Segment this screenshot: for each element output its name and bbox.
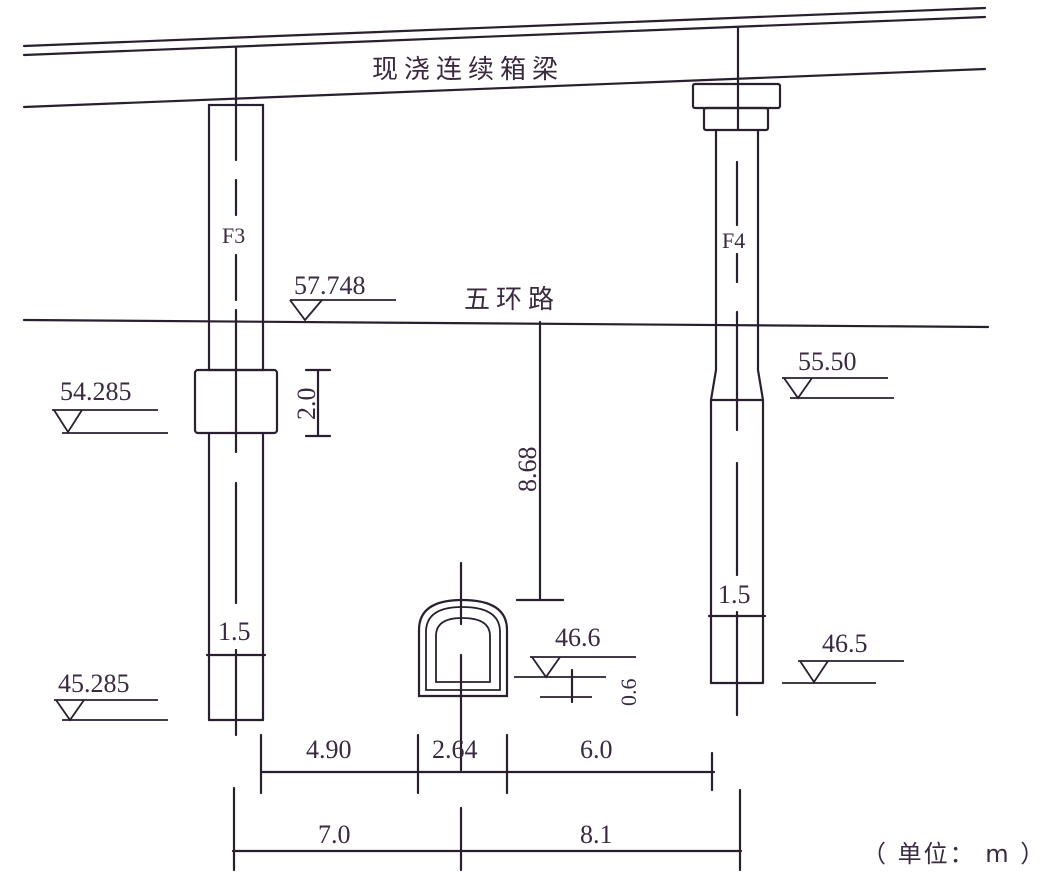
pier-f3-label: F3 bbox=[222, 223, 245, 248]
pier-f4-width: 1.5 bbox=[718, 580, 751, 609]
dimension-chain-row2: 7.0 8.1 bbox=[231, 786, 743, 872]
clearance-label: 8.68 bbox=[513, 447, 542, 493]
dimension-chain-row1: 4.90 2.64 6.0 bbox=[259, 733, 716, 795]
elevation-road-value: 57.748 bbox=[294, 271, 366, 300]
elevation-marker-road: 57.748 bbox=[289, 271, 396, 322]
dimension-row1-seg2: 2.64 bbox=[432, 735, 478, 764]
dimension-f3-cap-height: 2.0 bbox=[292, 368, 332, 438]
unit-note: （ 单位： m ） bbox=[862, 840, 1046, 868]
elevation-marker-f3-base: 45.285 bbox=[54, 669, 168, 722]
box-girder: 现浇连续箱梁 bbox=[22, 6, 987, 109]
pier-f4: F4 1.5 bbox=[691, 26, 782, 717]
elevation-marker-f3-cap: 54.285 bbox=[52, 377, 168, 434]
road-label: 五环路 bbox=[464, 285, 560, 315]
elevation-f4-base-value: 46.5 bbox=[822, 629, 868, 658]
f3-cap-height-label: 2.0 bbox=[292, 388, 321, 421]
tunnel-offset-label: 0.6 bbox=[616, 679, 641, 707]
elevation-f3-base-value: 45.285 bbox=[58, 669, 130, 698]
dimension-row1-seg3: 6.0 bbox=[580, 735, 613, 764]
dimension-row1-seg1: 4.90 bbox=[306, 735, 352, 764]
tunnel-section bbox=[417, 561, 509, 772]
dimension-clearance: 8.68 bbox=[513, 320, 565, 602]
elevation-f4-transition-value: 55.50 bbox=[798, 347, 857, 376]
elevation-f3-cap-value: 54.285 bbox=[60, 377, 132, 406]
girder-label: 现浇连续箱梁 bbox=[372, 55, 564, 85]
dimension-row2-seg1: 7.0 bbox=[318, 820, 351, 849]
elevation-marker-tunnel: 46.6 0.6 bbox=[514, 623, 641, 706]
pier-f3: F3 1.5 bbox=[193, 46, 279, 737]
elevation-marker-f4-base: 46.5 bbox=[782, 629, 904, 684]
elevation-marker-f4-transition: 55.50 bbox=[782, 347, 894, 400]
pier-f3-width: 1.5 bbox=[218, 617, 251, 646]
pier-f4-label: F4 bbox=[722, 228, 745, 253]
dimension-row2-seg2: 8.1 bbox=[580, 820, 613, 849]
road-line: 五环路 bbox=[22, 285, 990, 329]
elevation-tunnel-value: 46.6 bbox=[555, 623, 601, 652]
